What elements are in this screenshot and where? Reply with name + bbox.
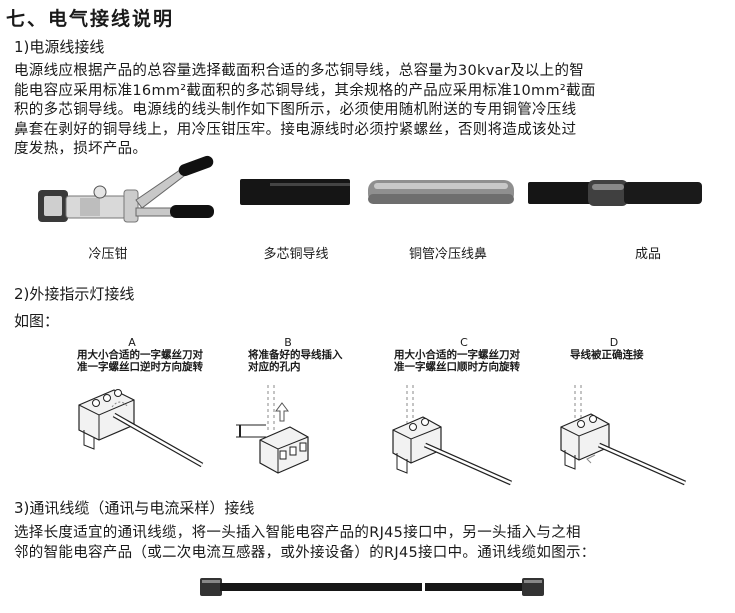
paragraph-line: 选择长度适宜的通讯线缆，将一头插入智能电容产品的RJ45接口中，另一头插入与之相: [14, 525, 581, 541]
crimping-tool-image: [38, 155, 214, 223]
paragraph-line: 能电容应采用标准16mm²截面积的多芯铜导线，其余规格的产品应采用标准10mm²…: [14, 82, 596, 99]
section-2-intro: 如图：: [14, 312, 60, 330]
step-c-text: 用大小合适的一字螺丝刀对 准一字螺丝口顺时方向旋转: [394, 349, 520, 373]
step-c-letter: C: [460, 336, 468, 349]
communication-cable-image: [200, 578, 544, 596]
step-c-illustration: [392, 385, 513, 486]
step-b-illustration: [236, 385, 309, 474]
copper-lug-image: [368, 180, 514, 204]
step-text-line: 用大小合适的一字螺丝刀对: [77, 349, 203, 361]
caption-copper-lug: 铜管冷压线鼻: [408, 247, 487, 262]
step-a-text: 用大小合适的一字螺丝刀对 准一字螺丝口逆时方向旋转: [77, 349, 203, 373]
step-d-text: 导线被正确连接: [570, 349, 644, 361]
step-text-line: 对应的孔内: [248, 361, 301, 373]
section-2-heading: 2)外接指示灯接线: [14, 285, 135, 303]
step-b-text: 将准备好的导线插入 对应的孔内: [248, 349, 343, 373]
caption-crimping-tool: 冷压钳: [88, 247, 128, 262]
paragraph-line: 度发热，损坏产品。: [14, 141, 148, 157]
step-d-illustration: [560, 385, 687, 486]
finished-lug-image: [528, 180, 702, 206]
caption-copper-wire: 多芯铜导线: [263, 247, 329, 262]
paragraph-line: 邻的智能电容产品（或二次电流互感器，或外接设备）的RJ45接口中。通讯线缆如图示…: [14, 544, 596, 561]
step-text-line: 将准备好的导线插入: [248, 349, 343, 361]
paragraph-line: 积的多芯铜导线。电源线的线头制作如下图所示，必须使用随机附送的专用铜管冷压线: [14, 102, 577, 118]
step-a-letter: A: [128, 336, 136, 349]
section-3-paragraph: 选择长度适宜的通讯线缆，将一头插入智能电容产品的RJ45接口中，另一头插入与之相…: [14, 524, 596, 563]
caption-finished-product: 成品: [634, 247, 661, 262]
page-title: 七、电气接线说明: [6, 8, 175, 30]
step-a-illustration: [78, 389, 204, 468]
step-d-letter: D: [609, 336, 619, 349]
section-3-heading: 3)通讯线缆（通讯与电流采样）接线: [14, 499, 255, 517]
step-text-line: 导线被正确连接: [570, 349, 644, 361]
paragraph-line: 鼻套在剥好的铜导线上，用冷压钳压牢。接电源线时必须拧紧螺丝，否则将造成该处过: [14, 121, 577, 138]
step-text-line: 准一字螺丝口顺时方向旋转: [394, 361, 520, 373]
step-text-line: 准一字螺丝口逆时方向旋转: [77, 361, 203, 373]
step-text-line: 用大小合适的一字螺丝刀对: [394, 349, 520, 361]
paragraph-line: 电源线应根据产品的总容量选择截面积合适的多芯铜导线，总容量为30kvar及以上的…: [14, 63, 585, 79]
section-1-heading: 1)电源线接线: [14, 38, 105, 56]
step-b-letter: B: [284, 336, 292, 349]
copper-wire-image: [240, 179, 350, 205]
section-1-paragraph: 电源线应根据产品的总容量选择截面积合适的多芯铜导线，总容量为30kvar及以上的…: [14, 62, 596, 160]
